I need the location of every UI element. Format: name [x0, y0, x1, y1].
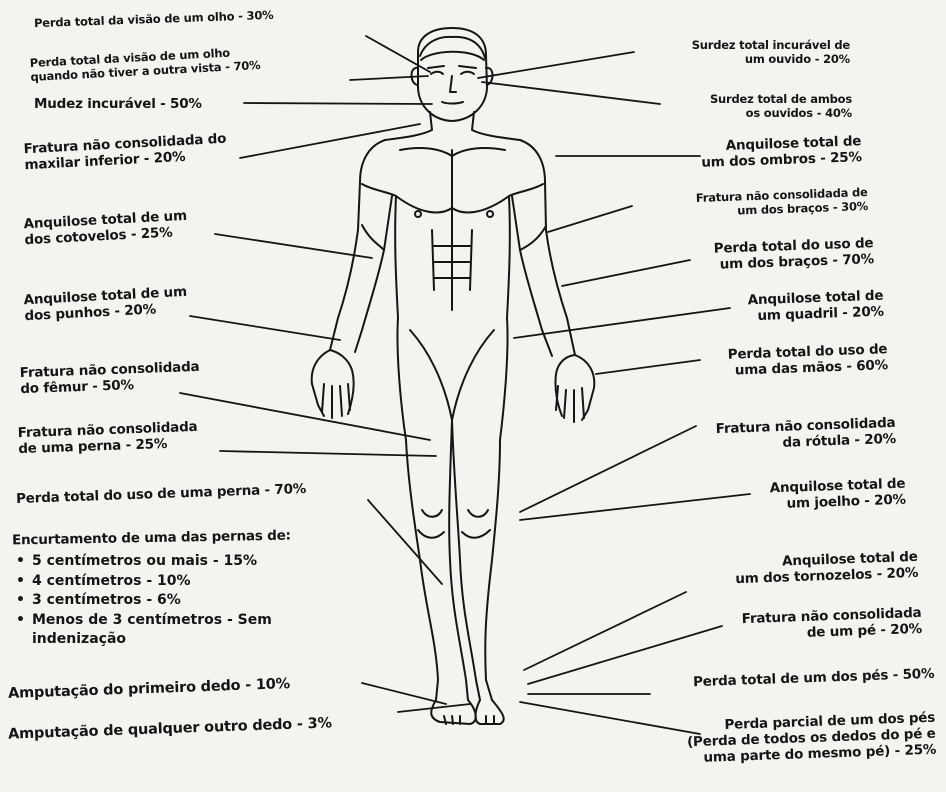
list-item: 3 centímetros - 6%: [12, 591, 272, 611]
label-kneecap-fracture: Fratura não consolidada da rótula - 20%: [716, 415, 897, 453]
list-item: 5 centímetros ou mais - 15%: [12, 552, 272, 572]
label-mutism: Mudez incurável - 50%: [34, 96, 202, 112]
label-foot-fracture: Fratura não consolidada de um pé - 20%: [742, 605, 923, 643]
label-femur-fracture: Fratura não consolidada do fêmur - 50%: [19, 359, 200, 397]
body-outline: [312, 28, 595, 724]
label-hand-use-loss: Perda total do uso de uma das mãos - 60%: [728, 341, 889, 379]
label-shoulder-ankylosis: Anquilose total de um dos ombros - 25%: [701, 133, 863, 171]
label-hip-ankylosis: Anquilose total de um quadril - 20%: [748, 288, 885, 325]
label-arm-fracture: Fratura não consolidada de um dos braços…: [696, 185, 869, 219]
label-ankle-ankylosis: Anquilose total de um dos tornozelos - 2…: [734, 549, 918, 587]
label-knee-ankylosis: Anquilose total de um joelho - 20%: [770, 476, 907, 513]
label-deaf-one-ear: Surdez total incurável de um ouvido - 20…: [692, 38, 850, 66]
shortening-list: 5 centímetros ou mais - 15% 4 centímetro…: [12, 552, 272, 650]
label-leg-fracture: Fratura não consolidada de uma perna - 2…: [17, 419, 198, 457]
list-item: 4 centímetros - 10%: [12, 572, 272, 592]
label-arm-use-loss: Perda total do uso de um dos braços - 70…: [714, 235, 875, 273]
list-item: Menos de 3 centímetros - Sem indenização: [12, 611, 272, 650]
label-deaf-both-ears: Surdez total de ambos os ouvidos - 40%: [710, 92, 852, 120]
label-partial-foot-loss: Perda parcial de um dos pés (Perda de to…: [687, 710, 937, 767]
